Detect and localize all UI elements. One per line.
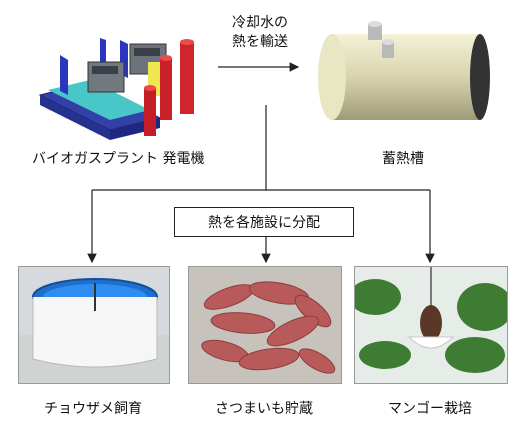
heat-transport-line1: 冷却水の [232, 15, 288, 31]
sweet-potato-photo [188, 266, 342, 384]
distribution-box: 熱を各施設に分配 [174, 207, 354, 237]
distribution-label: 熱を各施設に分配 [208, 215, 320, 231]
mango-label: マンゴー栽培 [388, 401, 472, 417]
heat-transport-line2: 熱を輸送 [232, 34, 288, 50]
heat-transport-label: 冷却水の 熱を輸送 [222, 14, 298, 52]
sturgeon-photo [18, 266, 170, 384]
mango-photo [354, 266, 508, 384]
storage-tank-label: 蓄熱槽 [382, 151, 424, 167]
generator-label: バイオガスプラント 発電機 [32, 151, 205, 167]
sturgeon-label: チョウザメ飼育 [44, 401, 142, 417]
sweet-potato-label: さつまいも貯蔵 [215, 401, 313, 417]
